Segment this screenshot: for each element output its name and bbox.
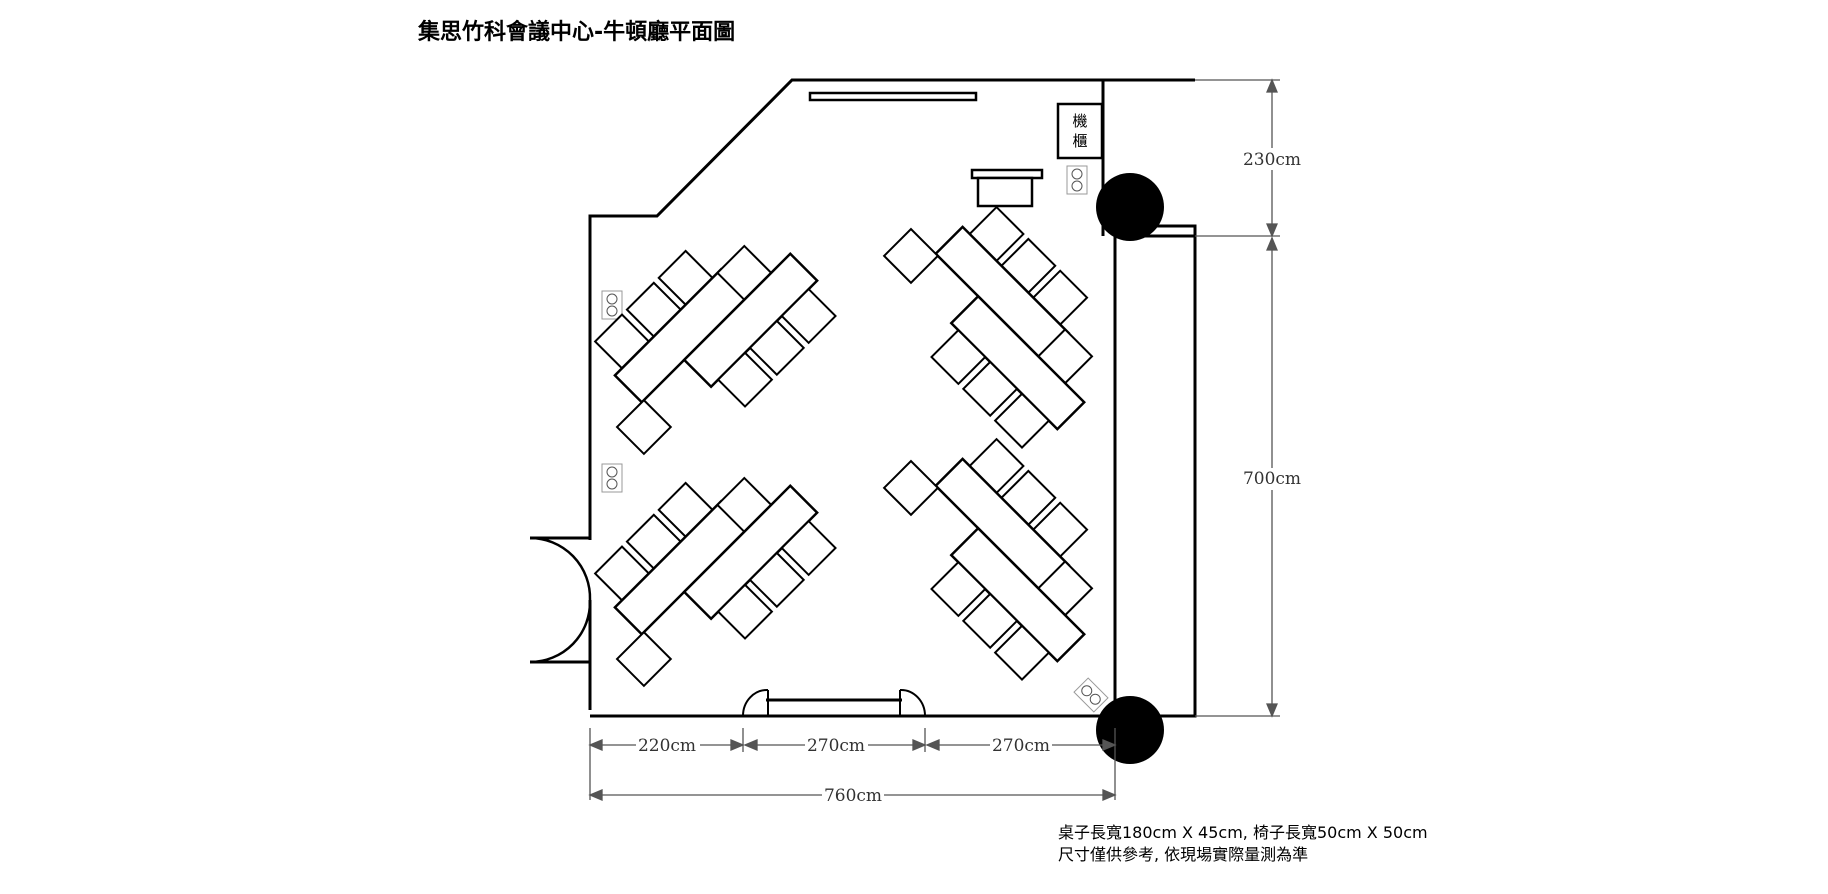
bottom-door	[741, 688, 927, 717]
plan-title: 集思竹科會議中心-牛頓廳平面圖	[418, 20, 736, 45]
dimension-right	[1195, 78, 1280, 718]
note-line-1: 桌子長寬180cm X 45cm, 椅子長寬50cm X 50cm	[1058, 823, 1428, 842]
note-line-2: 尺寸僅供參考, 依現場實際量測為準	[1058, 845, 1309, 864]
room-walls	[587, 78, 1197, 718]
notes: 桌子長寬180cm X 45cm, 椅子長寬50cm X 50cm 尺寸僅供參考…	[1058, 822, 1428, 866]
cabinet-label-2: 櫃	[1072, 132, 1087, 150]
dim-label-760: 760cm	[824, 786, 882, 806]
outlet-icon	[1073, 677, 1109, 713]
dim-label-270-mid: 270cm	[807, 736, 865, 756]
cabinet-label-1: 機	[1072, 112, 1087, 130]
whiteboard	[808, 91, 978, 102]
dimension-bottom	[588, 728, 1117, 801]
outlet-icon	[601, 463, 623, 493]
table-group-bottom-right	[855, 406, 1140, 690]
pillar-top	[1096, 173, 1164, 241]
outlet-icon	[601, 290, 623, 320]
double-door-left	[529, 536, 592, 664]
table-group-top-right	[855, 174, 1140, 458]
podium	[970, 168, 1044, 208]
pillar-bottom	[1096, 696, 1164, 764]
dim-label-220: 220cm	[638, 736, 696, 756]
table-group-top-left	[562, 198, 846, 483]
equipment-cabinet: 機 櫃	[1056, 102, 1104, 160]
outlet-icon	[1066, 165, 1088, 195]
dim-label-700: 700cm	[1243, 469, 1301, 489]
dim-label-230: 230cm	[1243, 150, 1301, 170]
dim-label-270-right: 270cm	[992, 736, 1050, 756]
